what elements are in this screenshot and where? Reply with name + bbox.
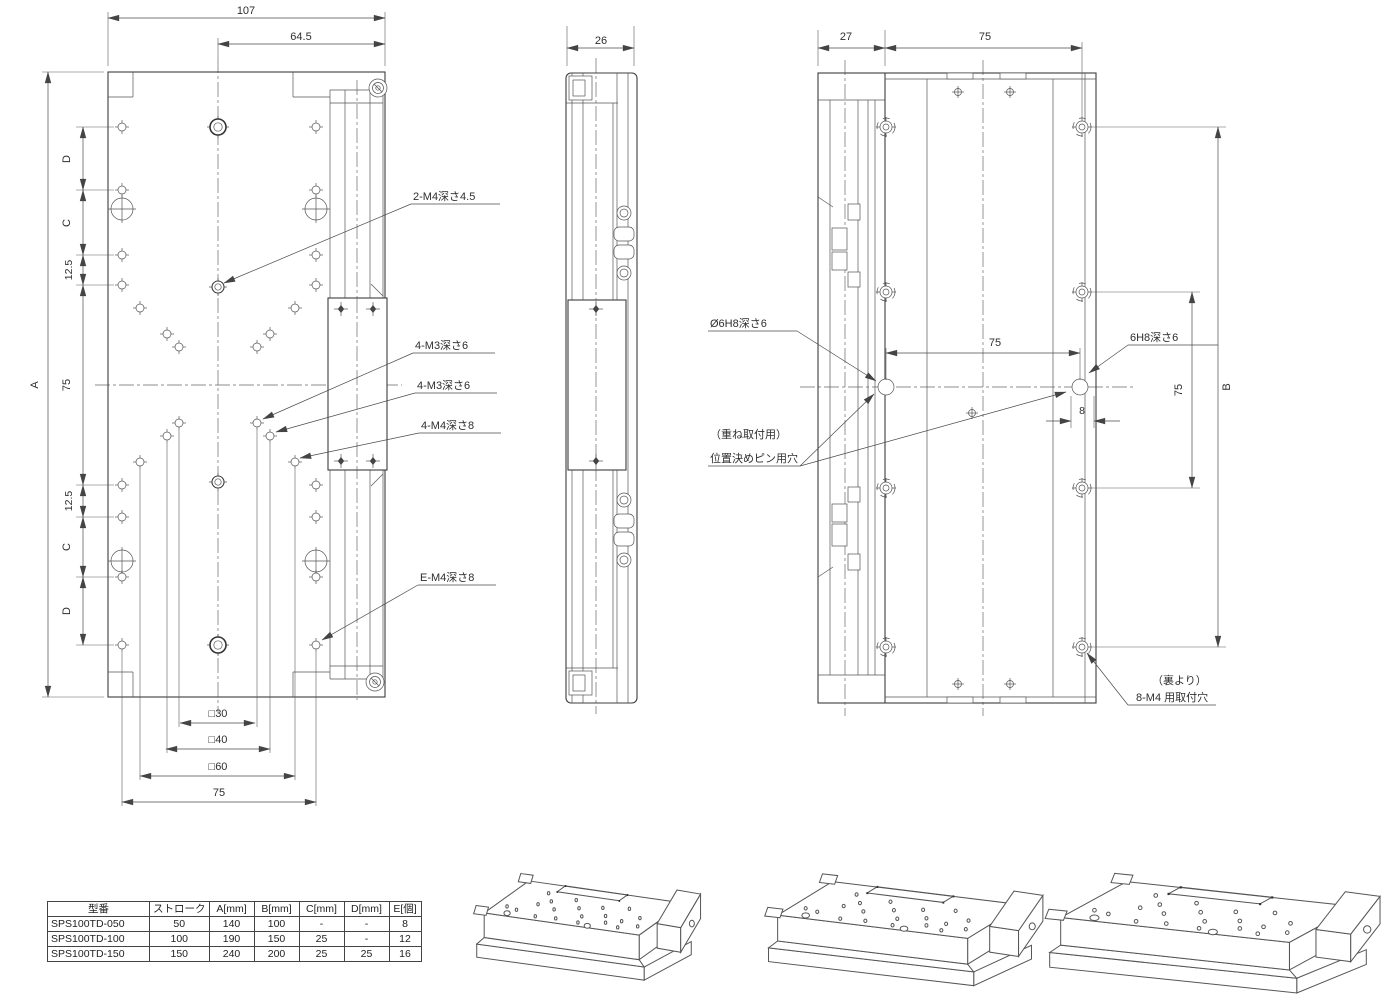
e-cell: 16 <box>388 946 422 962</box>
model-cell: SPS100TD-150 <box>47 946 150 962</box>
dim-sq30-label: □30 <box>209 708 228 720</box>
a-cell: 240 <box>208 946 255 962</box>
column-header-b: B[mm] <box>253 901 300 917</box>
column-header-model: 型番 <box>47 901 150 917</box>
dim-75-bottom-label: 75 <box>213 787 225 799</box>
dim-26-label: 26 <box>595 35 607 47</box>
spec-table-header-row: 型番 ストローク A[mm] B[mm] C[mm] D[mm] E[個] <box>47 901 422 917</box>
stroke-cell: 150 <box>149 946 210 962</box>
dim-64-5-label: 64.5 <box>290 31 311 43</box>
table-row: SPS100TD-100 100 190 150 25 - 12 <box>47 931 422 947</box>
dim-107-label: 107 <box>237 5 255 17</box>
dim-12-5-lower-label: 12.5 <box>63 491 75 512</box>
dim-c-upper-label: C <box>61 219 73 227</box>
b-cell: 200 <box>253 946 300 962</box>
back-view: 27 75 75 8 75 B Ø6H8深さ6 6H8深さ6 （重ね取付用） 位… <box>708 30 1233 716</box>
dim-8-label: 8 <box>1079 405 1085 417</box>
c-cell: - <box>298 916 345 932</box>
column-header-a: A[mm] <box>208 901 255 917</box>
spec-table: 型番 ストローク A[mm] B[mm] C[mm] D[mm] E[個] SP… <box>47 901 422 962</box>
c-cell: 25 <box>298 931 345 947</box>
dim-c-lower-label: C <box>61 543 73 551</box>
stroke-cell: 50 <box>149 916 210 932</box>
ann-pin-right-label: 6H8深さ6 <box>1130 331 1178 344</box>
dim-75-top-label: 75 <box>979 31 991 43</box>
dim-12-5-upper-label: 12.5 <box>63 260 75 281</box>
table-row: SPS100TD-150 150 240 200 25 25 16 <box>47 946 422 962</box>
ann-4m3-a-label: 4-M3深さ6 <box>415 339 468 352</box>
d-cell: 25 <box>343 946 390 962</box>
dim-75-left-label: 75 <box>61 379 73 391</box>
ann-2m4-label: 2-M4深さ4.5 <box>413 190 475 203</box>
iso-view-sps100td-050 <box>473 873 701 981</box>
stroke-cell: 100 <box>149 931 210 947</box>
table-row: SPS100TD-050 50 140 100 - - 8 <box>47 916 422 932</box>
ann-em4-label: E-M4深さ8 <box>420 571 474 584</box>
ann-4m3-b-label: 4-M3深さ6 <box>417 379 470 392</box>
column-header-d: D[mm] <box>343 901 390 917</box>
dim-27-label: 27 <box>840 31 852 43</box>
ann-pin-left-label: Ø6H8深さ6 <box>710 317 767 330</box>
model-cell: SPS100TD-100 <box>47 931 150 947</box>
dim-d-lower-label: D <box>61 607 73 615</box>
note-back-line2: 8-M4 用取付穴 <box>1136 690 1208 704</box>
e-cell: 8 <box>388 916 422 932</box>
e-cell: 12 <box>388 931 422 947</box>
dim-d-upper-label: D <box>61 155 73 163</box>
note-stack-line2: 位置決めピン用穴 <box>710 451 798 465</box>
dim-sq40-label: □40 <box>209 734 228 746</box>
ann-4m4-label: 4-M4深さ8 <box>421 419 474 432</box>
iso-view-sps100td-150 <box>1044 872 1381 994</box>
model-cell: SPS100TD-050 <box>47 916 150 932</box>
dim-75-right-label: 75 <box>1173 384 1185 396</box>
note-back-line1: （裏より） <box>1152 673 1207 687</box>
dim-sq60-label: □60 <box>209 761 228 773</box>
dim-75-center-label: 75 <box>989 337 1001 349</box>
front-view: 107 64.5 A D C 12.5 75 12.5 C D □30 □40 … <box>29 5 501 806</box>
a-cell: 190 <box>208 931 255 947</box>
iso-view-sps100td-100 <box>764 873 1044 987</box>
a-cell: 140 <box>208 916 255 932</box>
b-cell: 150 <box>253 931 300 947</box>
column-header-stroke: ストローク <box>149 901 210 917</box>
c-cell: 25 <box>298 946 345 962</box>
column-header-c: C[mm] <box>298 901 345 917</box>
side-view: 26 <box>565 26 638 714</box>
dim-b-label: B <box>1221 383 1233 390</box>
column-header-e: E[個] <box>388 901 422 917</box>
d-cell: - <box>343 931 390 947</box>
dim-a-label: A <box>29 381 41 389</box>
d-cell: - <box>343 916 390 932</box>
b-cell: 100 <box>253 916 300 932</box>
note-stack-line1: （重ね取付用） <box>710 427 787 441</box>
